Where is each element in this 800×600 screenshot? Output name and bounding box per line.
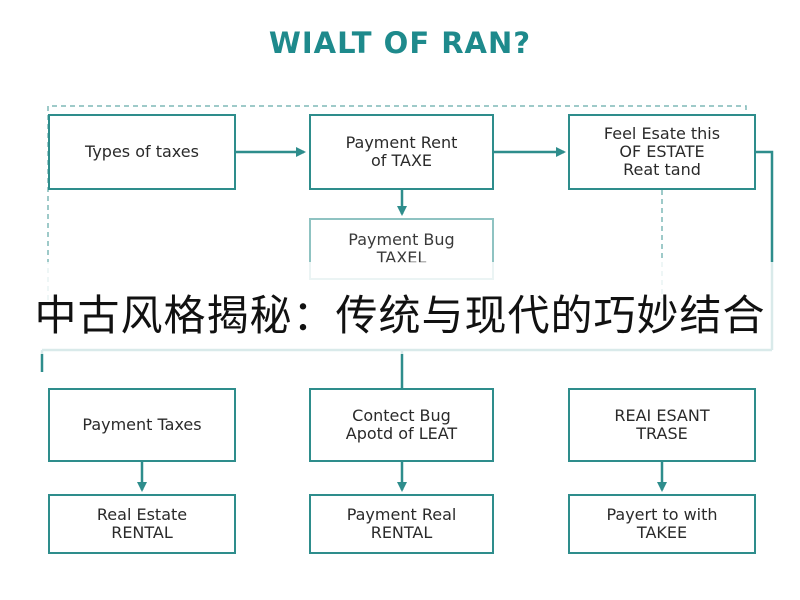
box-payment-taxes: Payment Taxes [48, 388, 236, 462]
box-label-line2: of TAXE [370, 151, 433, 170]
box-label-line2: RENTAL [370, 523, 433, 542]
box-label-line1: Contect Bug [352, 406, 451, 425]
box-label-line2: OF ESTATE [619, 142, 705, 161]
box-label-line3: Reat tand [623, 160, 701, 179]
box-label-line1: Payert to with [606, 505, 718, 524]
box-label-line2: TAKEE [636, 523, 688, 542]
box-label: Types of taxes [85, 142, 199, 161]
box-label-line1: Payment Bug [348, 230, 455, 249]
box-real-estate-rental: Real Estate RENTAL [48, 494, 236, 554]
caption-band [0, 262, 800, 354]
box-label-line1: Feel Esate this [603, 124, 721, 143]
box-contect-bug: Contect Bug Apotd of LEAT [309, 388, 494, 462]
box-label-line2: RENTAL [111, 523, 173, 542]
overlay-caption: 中古风格揭秘：传统与现代的巧妙结合 [34, 291, 766, 340]
dashed-frame [47, 105, 747, 300]
diagram-title: WIALT OF RAN? [268, 26, 532, 60]
box-feel-esate: Feel Esate this OF ESTATE Reat tand [568, 114, 756, 190]
box-label-line1: Payment Rent [345, 133, 458, 152]
box-payment-rent: Payment Rent of TAXE [309, 114, 494, 190]
box-reai-esant: REAI ESANT TRASE [568, 388, 756, 462]
box-payert-to-with: Payert to with TAKEE [568, 494, 756, 554]
box-label-line2: TRASE [636, 424, 688, 443]
box-label-line1: Real Estate [96, 505, 188, 524]
box-types-of-taxes: Types of taxes [48, 114, 236, 190]
box-label-line1: REAI ESANT [614, 406, 710, 425]
box-label-line2: Apotd of LEAT [345, 424, 458, 443]
box-payment-real-rental: Payment Real RENTAL [309, 494, 494, 554]
box-label: Payment Taxes [82, 415, 202, 434]
box-label-line1: Payment Real [346, 505, 457, 524]
